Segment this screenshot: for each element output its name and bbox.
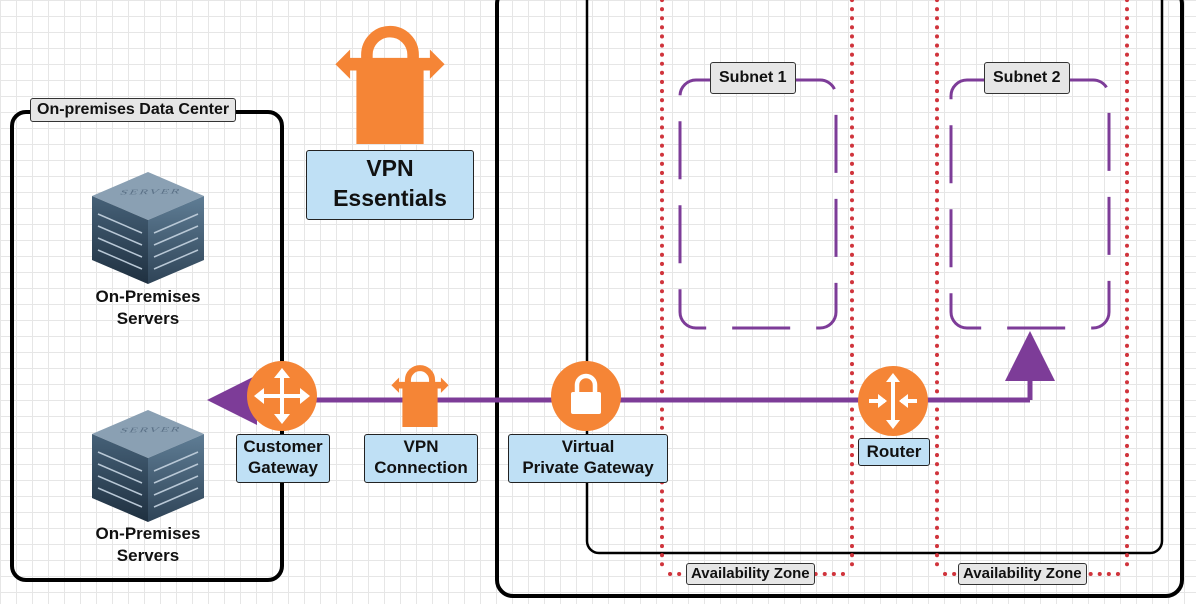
vpn-connection-icon (391, 365, 449, 427)
router-icon (858, 366, 928, 436)
server-logo-text: SERVER (118, 426, 183, 435)
router-label: Router (858, 438, 930, 466)
server-2-label: On-Premises Servers (95, 524, 201, 565)
customer-gateway-label: Customer Gateway (236, 434, 330, 483)
virtual-private-gateway-icon (551, 361, 621, 431)
datacenter-label: On-premises Data Center (30, 98, 237, 122)
server-1-label: On-Premises Servers (95, 287, 201, 328)
vpn-connection-label: VPN Connection (364, 434, 478, 483)
subnet-1-boundary (678, 78, 838, 330)
subnet-2-boundary (949, 78, 1111, 330)
subnet-2-label: Subnet 2 (984, 62, 1070, 94)
server-icon: SERVER (92, 172, 204, 284)
virtual-private-gateway-label: Virtual Private Gateway (508, 434, 668, 483)
availability-zone-1-label: Availability Zone (686, 563, 815, 585)
vpn-essentials-icon (335, 25, 445, 144)
subnet-1-label: Subnet 1 (710, 62, 796, 94)
vpc-boundary (585, 0, 1164, 555)
availability-zone-2-label: Availability Zone (958, 563, 1087, 585)
server-icon: SERVER (92, 410, 204, 522)
customer-gateway-icon (247, 361, 317, 431)
aws-cloud-boundary (495, 0, 1184, 598)
server-logo-text: SERVER (118, 188, 183, 197)
vpn-essentials-label: VPN Essentials (306, 150, 474, 220)
